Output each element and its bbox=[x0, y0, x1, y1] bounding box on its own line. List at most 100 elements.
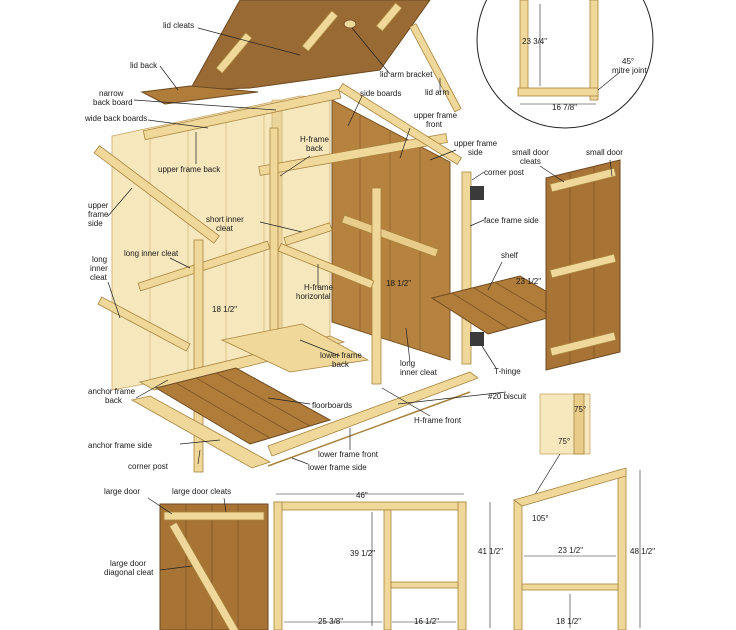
label-large-door: large door bbox=[104, 487, 140, 496]
large-door bbox=[159, 503, 269, 630]
angle-detail-leader bbox=[533, 453, 561, 497]
leader-upper-frame-side-left bbox=[107, 187, 133, 217]
label-floorboards: floorboards bbox=[312, 401, 352, 410]
l2: side bbox=[468, 148, 483, 157]
floorboards bbox=[154, 367, 332, 445]
face-frame-side bbox=[461, 171, 472, 365]
l2: frame bbox=[88, 210, 109, 219]
dim-23-half-side: 23 1/2" bbox=[558, 546, 583, 555]
label-lower-frame-front: lower frame front bbox=[318, 450, 379, 459]
short-inner-cleat-right bbox=[341, 214, 439, 258]
l1: upper bbox=[88, 201, 109, 210]
label-corner-post-bottom: corner post bbox=[128, 462, 169, 471]
dim-16-7-8: 16 7/8" bbox=[552, 103, 577, 112]
label-shelf: shelf bbox=[501, 251, 519, 260]
dim-75-bottom: 75° bbox=[558, 437, 570, 446]
face-frame-assembly bbox=[430, 171, 580, 365]
l1: long bbox=[400, 359, 415, 368]
label-anchor-frame-back: anchor frame back bbox=[88, 387, 137, 405]
t-hinge-upper bbox=[470, 186, 484, 200]
leader-h-frame-front bbox=[381, 387, 431, 417]
label-upper-frame-back: upper frame back bbox=[158, 165, 221, 174]
leader-large-door bbox=[147, 497, 173, 515]
small-door-cleat bbox=[549, 331, 617, 357]
floorboard-seam bbox=[195, 377, 291, 433]
label-upper-frame-side-left: upper frame side bbox=[88, 201, 111, 228]
t-hinge-lower bbox=[470, 332, 484, 346]
label-t-hinge: T-hinge bbox=[494, 367, 521, 376]
floor-assembly bbox=[130, 323, 479, 469]
l1: long bbox=[92, 255, 107, 264]
dim-25-3-8: 25 3/8" bbox=[318, 617, 343, 626]
l2: mitre joint bbox=[612, 66, 647, 75]
lid-cleat bbox=[301, 10, 339, 52]
label-large-door-diagonal-cleat: large door diagonal cleat bbox=[104, 559, 154, 577]
label-corner-post-right: corner post bbox=[484, 168, 525, 177]
leader-lid-arm-bracket bbox=[351, 27, 391, 75]
l2: back bbox=[332, 360, 350, 369]
label-mitre-joint: 45° mitre joint bbox=[612, 57, 647, 75]
front-frame-top bbox=[273, 501, 467, 511]
dim-16-half: 16 1/2" bbox=[414, 617, 439, 626]
leader-large-door-cleats bbox=[223, 497, 227, 513]
l2: inner cleat bbox=[400, 368, 438, 377]
dim-75-top: 75° bbox=[574, 405, 586, 414]
leader-h-frame-back bbox=[279, 155, 311, 177]
small-door-cleat bbox=[549, 253, 617, 279]
h-frame-back-post bbox=[269, 127, 279, 349]
leader-upper-frame-side-right bbox=[429, 149, 457, 161]
leader-lower-frame-back bbox=[299, 339, 341, 357]
l1: H-frame bbox=[304, 283, 333, 292]
lid-arm-bracket bbox=[343, 19, 357, 29]
label-narrow-back-board-l2: back board bbox=[93, 98, 133, 107]
leader-long-inner-cleat-center bbox=[405, 327, 411, 363]
label-h-frame-horizontal: H-frame horizontal bbox=[296, 283, 335, 301]
lid-back-board bbox=[140, 85, 259, 105]
label-small-door: small door bbox=[586, 148, 623, 157]
short-inner-cleat bbox=[283, 222, 333, 246]
l2: front bbox=[426, 120, 443, 129]
label-wide-back-boards: wide back boards bbox=[84, 114, 147, 123]
leader-upper-frame-front bbox=[399, 127, 411, 159]
l1: 45° bbox=[622, 57, 634, 66]
label-long-inner-cleat-2: long inner cleat bbox=[90, 255, 110, 282]
leader-wide-back-boards bbox=[147, 119, 209, 129]
dim-41-half: 41 1/2" bbox=[478, 547, 503, 556]
leader-face-frame-side bbox=[469, 219, 485, 227]
label-narrow-back-board: narrow back board bbox=[93, 89, 133, 107]
dimension-labels: 18 1/2" 18 1/2" 23 1/2" 23 3/4" 16 7/8" … bbox=[212, 37, 655, 626]
l3: cleat bbox=[90, 273, 108, 282]
shelf-seam bbox=[451, 292, 509, 329]
leader-biscuit bbox=[397, 391, 507, 405]
h-frame-horizontal bbox=[277, 243, 375, 289]
label-upper-frame-side-right: upper frame side bbox=[454, 139, 499, 157]
leader-lower-frame-side bbox=[291, 457, 309, 465]
front-frame-mid-rail bbox=[390, 581, 459, 589]
side-frame bbox=[513, 467, 641, 630]
leader-short-inner-cleat bbox=[259, 221, 303, 233]
dim-18-half-bottom: 18 1/2" bbox=[556, 617, 581, 626]
label-h-frame-front: H-frame front bbox=[414, 416, 462, 425]
label-small-door-cleats: small door cleats bbox=[512, 148, 551, 166]
leader-lid-cleats bbox=[197, 27, 301, 56]
leader-floorboards bbox=[267, 397, 311, 405]
detail-upright-right bbox=[589, 0, 599, 101]
leader-lid-back bbox=[159, 65, 179, 91]
mitre-detail bbox=[476, 0, 654, 129]
label-lid-cleats: lid cleats bbox=[163, 21, 194, 30]
front-frame-mid-post bbox=[383, 509, 392, 630]
shelf-seam bbox=[473, 287, 531, 323]
l2: inner bbox=[90, 264, 108, 273]
l1: large door bbox=[110, 559, 146, 568]
l2: cleat bbox=[216, 224, 234, 233]
label-side-boards: side boards bbox=[360, 89, 401, 98]
upper-frame-side-left bbox=[93, 145, 220, 244]
lower-frame-back bbox=[220, 323, 370, 373]
side-frame-top bbox=[513, 467, 627, 507]
upper-frame-front bbox=[258, 133, 448, 176]
front-frame-right-post bbox=[457, 501, 467, 630]
leader-lines bbox=[107, 27, 621, 571]
label-large-door-cleats: large door cleats bbox=[172, 487, 231, 496]
dim-39-half: 39 1/2" bbox=[350, 549, 375, 558]
anchor-frame-side bbox=[130, 395, 271, 469]
